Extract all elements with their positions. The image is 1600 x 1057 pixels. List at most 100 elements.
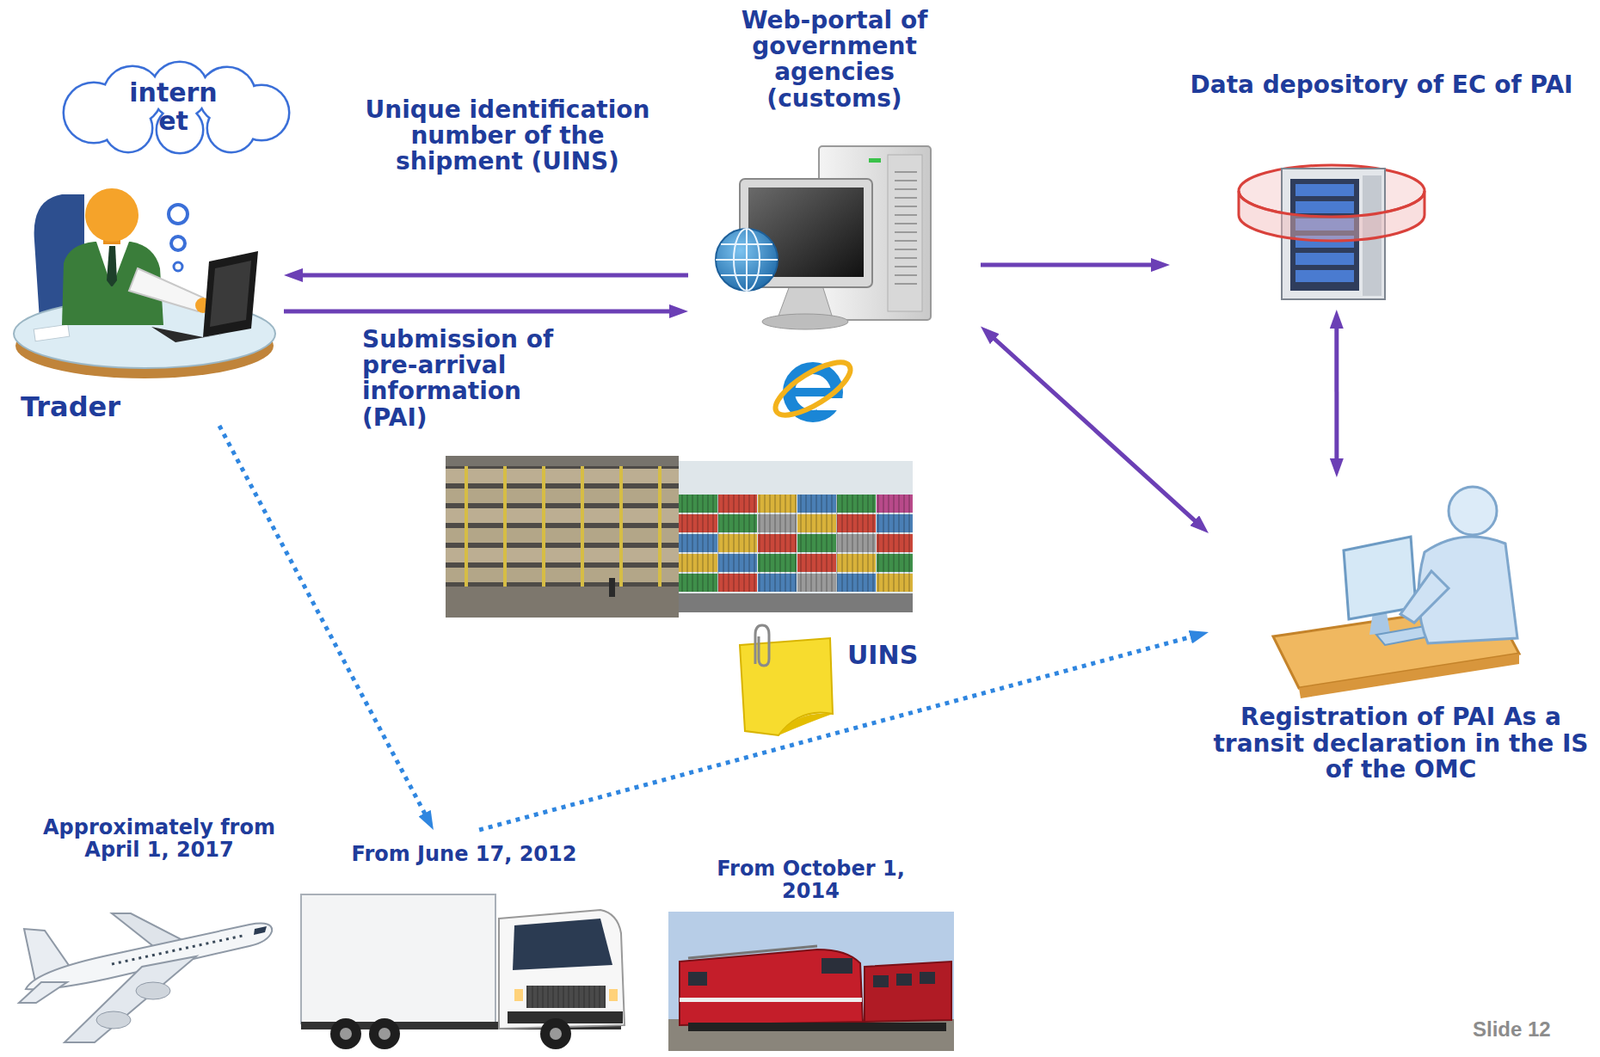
warehouse-photo <box>445 455 679 467</box>
browser-logo <box>768 352 858 425</box>
warehouse-photo <box>609 578 616 597</box>
warehouse-photo <box>445 455 679 618</box>
thought-bubbles <box>173 262 183 271</box>
trader-illustration <box>13 188 276 379</box>
server-illustration <box>1238 190 1425 241</box>
trader-illustration <box>129 268 204 312</box>
portal-node: Web-portal of government agencies (custo… <box>688 4 981 340</box>
edge-label-box: Unique identification number of the ship… <box>352 97 663 176</box>
train-picture <box>821 958 853 974</box>
edge-label: Unique identification number of the ship… <box>352 97 663 176</box>
truck-picture <box>301 894 625 1050</box>
trader-illustration <box>151 326 226 343</box>
server-illustration <box>1295 252 1354 265</box>
registration-node: Registration of PAI As a transit declara… <box>1208 477 1594 783</box>
cloud-outline <box>208 104 255 152</box>
computer-illustration <box>887 154 923 312</box>
node-label: From October 1, 2014 <box>698 858 924 904</box>
thought-bubbles <box>168 204 188 271</box>
thought-bubbles <box>171 236 185 251</box>
train-picture <box>688 972 708 986</box>
train-picture <box>688 946 818 959</box>
train-picture <box>688 1022 947 1032</box>
computer-illustration <box>868 158 881 163</box>
trader-illustration <box>85 188 139 242</box>
operator-illustration <box>1448 486 1497 536</box>
truck-picture <box>514 989 524 1002</box>
computer-illustration <box>894 172 917 284</box>
truck-picture <box>301 894 496 1024</box>
flow-arrow <box>988 333 1201 527</box>
flow-arrow <box>980 263 1160 268</box>
note-label: UINS <box>847 641 918 670</box>
truck-picture <box>330 1018 362 1050</box>
airplane-picture <box>18 913 272 1043</box>
truck-picture <box>526 985 606 1009</box>
airplane-picture <box>253 926 267 936</box>
dotted-arrow <box>479 634 1199 831</box>
train-picture <box>668 911 954 1052</box>
truck-picture <box>540 1018 572 1050</box>
timeline-node: Approximately from April 1, 2017 <box>17 817 302 1054</box>
train-picture <box>919 972 936 985</box>
warehouse-photo <box>445 466 679 587</box>
truck-picture <box>549 1027 562 1040</box>
thought-bubbles <box>168 204 188 224</box>
airplane-picture <box>18 982 68 1004</box>
operator-illustration <box>1400 571 1449 623</box>
sticky-note <box>739 638 833 736</box>
slide-number: Slide 12 <box>1472 1018 1551 1041</box>
node-label: Trader <box>20 392 121 423</box>
truck-picture <box>526 985 606 1009</box>
cloud-outline <box>104 104 152 152</box>
train-picture <box>864 961 952 1022</box>
sticky-note <box>778 713 833 736</box>
dotted-arrow <box>219 425 429 821</box>
computer-illustration <box>777 285 833 319</box>
train-picture <box>679 949 863 1026</box>
containers-photo <box>678 593 913 613</box>
trader-illustration <box>209 260 252 327</box>
server-illustration <box>1295 201 1354 214</box>
thought-cloud: intern et <box>50 61 296 154</box>
truck-picture <box>369 1018 400 1050</box>
flow-arrow <box>1334 320 1339 468</box>
node-label: Registration of PAI As a transit declara… <box>1212 704 1590 783</box>
sticky-note <box>739 625 833 736</box>
train-picture <box>668 911 954 1052</box>
operator-illustration <box>1298 653 1520 699</box>
server-illustration <box>1295 184 1354 197</box>
edge-label: Submission of pre-arrival information (P… <box>362 326 593 431</box>
timeline-node: From June 17, 2012 <box>295 830 633 1054</box>
warehouse-photo <box>445 586 679 618</box>
trader-node: Trader <box>10 159 284 426</box>
timeline-node: From October 1, 2014 <box>662 851 960 1054</box>
warehouse-photo <box>445 455 679 618</box>
truck-picture <box>339 1027 352 1040</box>
trader-illustration <box>96 241 130 288</box>
computer-illustration <box>715 228 778 291</box>
containers-photo <box>678 494 913 592</box>
train-picture <box>873 975 889 988</box>
node-label: From June 17, 2012 <box>351 843 578 867</box>
node-label: Data depository of EC of PAI <box>1190 72 1574 99</box>
computer-illustration <box>715 228 778 291</box>
truck-picture <box>498 910 625 1029</box>
train-picture <box>668 1019 954 1052</box>
trader-illustration <box>33 324 70 341</box>
airplane-picture <box>135 982 171 1000</box>
operator-illustration <box>1273 486 1520 699</box>
computer-illustration <box>762 313 849 330</box>
node-label: Web-portal of government agencies (custo… <box>721 7 948 112</box>
airplane-picture <box>96 1011 131 1029</box>
flow-arrow <box>283 308 678 314</box>
truck-picture <box>512 918 613 971</box>
browser-logo <box>768 352 858 425</box>
note-label-box: UINS <box>847 641 918 670</box>
node-label: Approximately from April 1, 2017 <box>20 817 298 862</box>
cloud-outline <box>208 104 255 152</box>
airplane-picture <box>64 956 197 1043</box>
containers-photo <box>678 461 913 613</box>
sticky-note <box>755 625 770 666</box>
